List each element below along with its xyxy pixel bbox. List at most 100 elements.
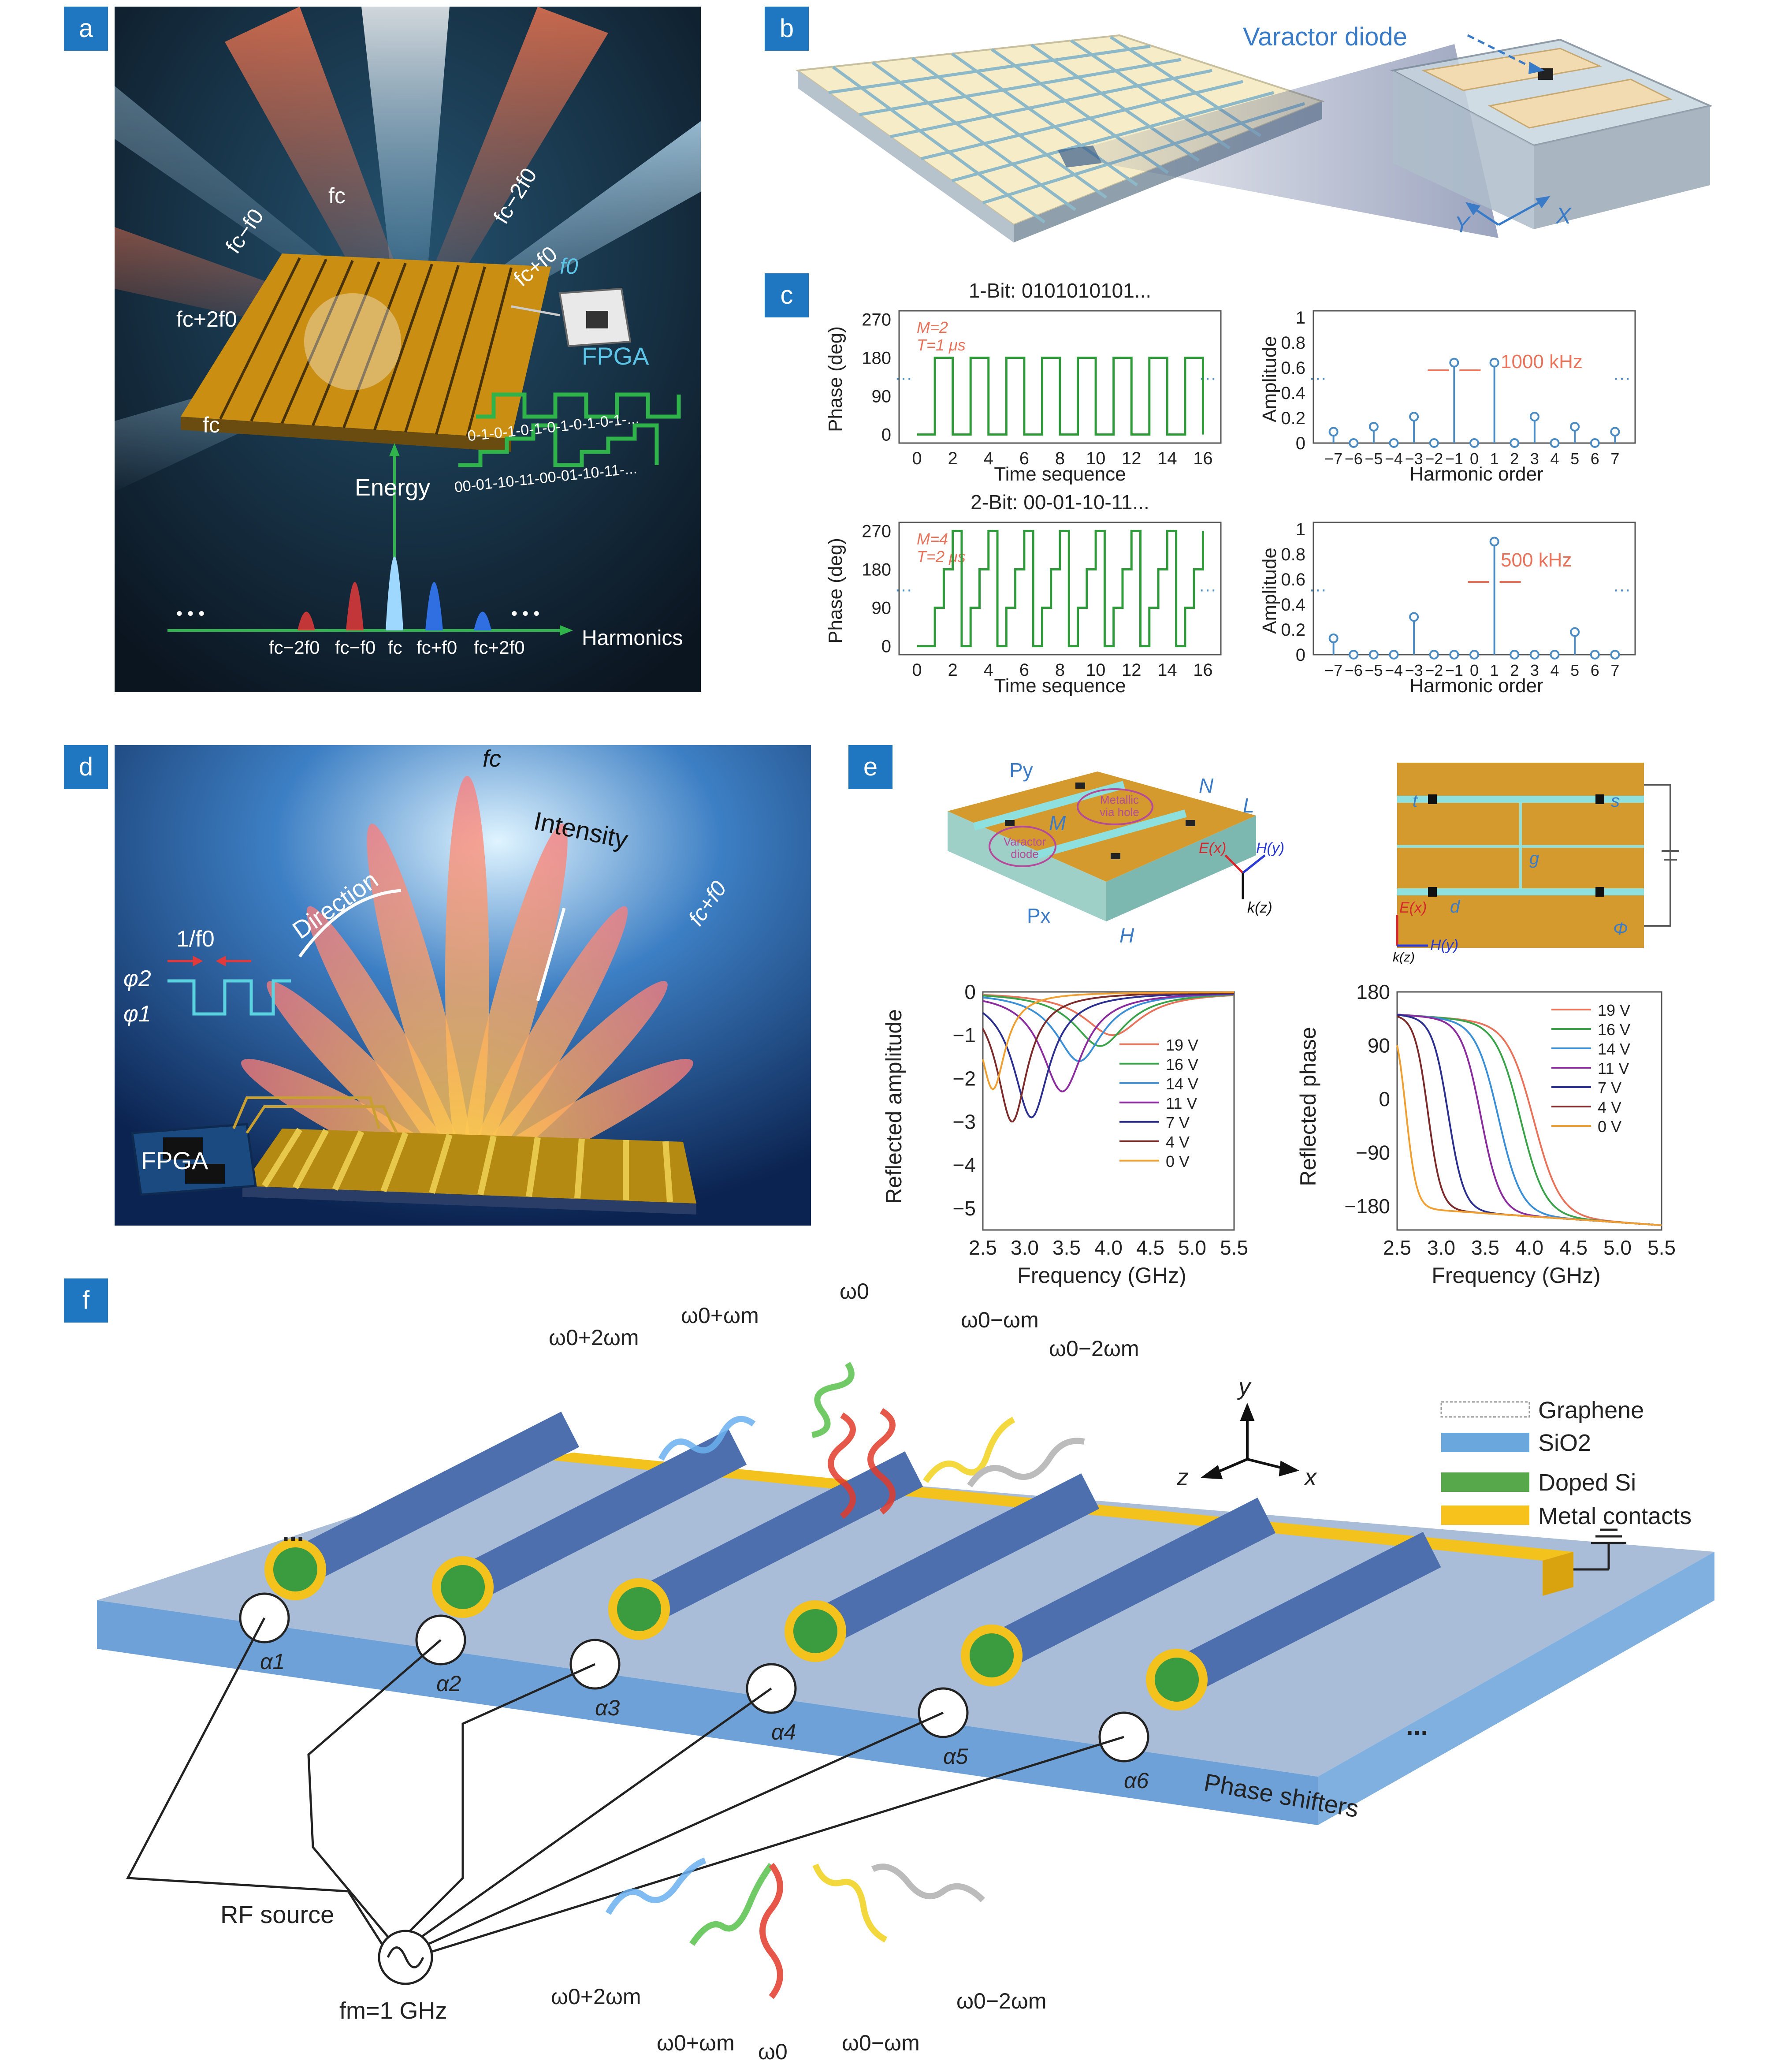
y-tick-label: −180 <box>1344 1195 1390 1218</box>
x-tick-label: 3 <box>1530 661 1539 679</box>
harmonics-label: Harmonics <box>582 626 683 650</box>
panel-label-f: f <box>64 1278 108 1323</box>
stem-marker <box>1429 650 1439 660</box>
beam-label-fc-left: fc <box>203 413 220 437</box>
time-xlabel-1: Time sequence <box>994 463 1126 485</box>
amp-ylabel-1: Amplitude <box>1259 336 1280 422</box>
title-2bit: 2-Bit: 00-01-10-11... <box>971 491 1149 514</box>
plot-frame <box>898 522 1222 656</box>
note-m-1: M=2 <box>917 318 948 336</box>
plot-frame <box>982 991 1235 1231</box>
x-tick-label: −1 <box>1445 661 1463 679</box>
y-tick-label: 0 <box>1379 1088 1390 1111</box>
ellipsis-left: • • • <box>176 604 205 623</box>
y-tick-label: 180 <box>862 348 891 368</box>
fpga-label: FPGA <box>582 342 649 370</box>
stem-marker <box>1510 438 1520 448</box>
x-tick-label: 16 <box>1193 660 1213 680</box>
stem-marker <box>1529 412 1539 422</box>
alpha-4: α4 <box>771 1720 796 1744</box>
beam-label-fc-top: fc <box>328 183 346 208</box>
ellipsis-left-f: ... <box>282 1517 305 1547</box>
x-tick-label: 5 <box>1570 450 1579 468</box>
x-tick-label: 4.0 <box>1094 1236 1123 1259</box>
metasurface-board-d <box>242 1128 696 1215</box>
h-field-label-3d: H(y) <box>1256 840 1285 857</box>
x-tick-label: 14 <box>1157 660 1177 680</box>
y-tick-label: 180 <box>862 560 891 579</box>
annot-500khz: 500 kHz <box>1501 549 1572 571</box>
y-tick-label: 0.4 <box>1281 595 1305 615</box>
x-tick-label: 4 <box>984 449 993 468</box>
n-label: N <box>1199 774 1214 797</box>
legend-label: 0 V <box>1166 1152 1190 1170</box>
direction-arrow <box>298 889 402 958</box>
dots-c3-right: ··· <box>1613 368 1631 388</box>
panel-label-b: b <box>765 7 809 51</box>
dots-c2-right: ··· <box>1199 580 1216 599</box>
x-tick-label: 14 <box>1157 449 1177 468</box>
x-tick-label: 6 <box>1591 450 1599 468</box>
x-tick-label: −3 <box>1405 661 1423 679</box>
plot-frame <box>1396 991 1662 1231</box>
phi1-label: φ1 <box>123 1001 151 1027</box>
harm-xlabel-1: Harmonic order <box>1409 463 1543 485</box>
wave-top-w0-minus-wm: ω0−ωm <box>961 1308 1039 1332</box>
x-tick-label: 7 <box>1610 661 1619 679</box>
l-label: L <box>1243 794 1254 817</box>
stem-marker <box>1590 650 1600 660</box>
stem-marker <box>1409 412 1419 422</box>
note-t-1: T=1 μs <box>917 336 966 354</box>
dots-c3-left: ··· <box>1309 368 1327 388</box>
x-tick-label: 8 <box>1055 660 1065 680</box>
peak-label-fc-plus-f0: fc+f0 <box>416 637 457 658</box>
panel-a-illustration: fc−f0 fc−2f0 fc+f0 fc+2f0 fc fc f0 FPGA … <box>115 7 701 692</box>
x-tick-label: 7 <box>1610 450 1619 468</box>
dots-c4-left: ··· <box>1309 580 1327 599</box>
x-tick-label: 12 <box>1122 660 1142 680</box>
note-t-2: T=2 μs <box>917 548 966 566</box>
x-tick-label: 16 <box>1193 449 1213 468</box>
legend-label: 4 V <box>1598 1098 1621 1116</box>
x-tick-label: −1 <box>1445 450 1463 468</box>
phase-ylabel-2: Phase (deg) <box>825 538 846 644</box>
energy-label: Energy <box>355 474 431 501</box>
dots-c4-right: ··· <box>1613 580 1631 599</box>
graphene-rolls <box>264 1412 1441 1711</box>
stem-marker <box>1550 438 1560 448</box>
amp-ylabel-2: Amplitude <box>1259 548 1280 634</box>
x-tick-label: −7 <box>1324 450 1342 468</box>
rf-source-label: RF source <box>220 1901 335 1928</box>
stem-marker <box>1349 650 1359 660</box>
y-tick-label: 0.8 <box>1281 545 1305 564</box>
legend-label: 16 V <box>1166 1055 1198 1073</box>
stem-marker <box>1570 421 1580 432</box>
x-tick-label: 3.5 <box>1052 1236 1081 1259</box>
y-tick-label: −2 <box>953 1067 976 1090</box>
x-tick-label: 5.0 <box>1178 1236 1206 1259</box>
stem-marker <box>1489 358 1499 368</box>
phase-series-line <box>917 356 1204 436</box>
c-titles-and-labels: 1-Bit: 0101010101... 2-Bit: 00-01-10-11.… <box>825 279 1631 697</box>
x-tick-label: 6 <box>1019 660 1029 680</box>
legend-metal-contacts: Metal contacts <box>1538 1503 1692 1529</box>
x-tick-label: −2 <box>1425 661 1443 679</box>
y-tick-label: −3 <box>953 1111 976 1133</box>
h-field-label-top: H(y) <box>1430 937 1459 954</box>
x-tick-label: 2 <box>948 449 958 468</box>
ellipsis-right: • • • <box>511 604 540 623</box>
freq-xlabel-e2: Frequency (GHz) <box>1432 1263 1600 1287</box>
y-tick-label: 180 <box>1356 980 1390 1003</box>
legend-label: 19 V <box>1598 1001 1630 1019</box>
stem-marker <box>1449 358 1459 368</box>
x-tick-label: 2 <box>1510 661 1519 679</box>
x-tick-label: 6 <box>1591 661 1599 679</box>
x-tick-label: −5 <box>1365 661 1383 679</box>
y-tick-label: −4 <box>953 1154 976 1177</box>
stem-marker <box>1429 438 1439 448</box>
y-tick-label: 0 <box>1296 434 1305 453</box>
fm-label: fm=1 GHz <box>339 1997 447 2024</box>
emitted-waves-bottom <box>605 1857 985 1999</box>
y-tick-label: 0.8 <box>1281 333 1305 353</box>
